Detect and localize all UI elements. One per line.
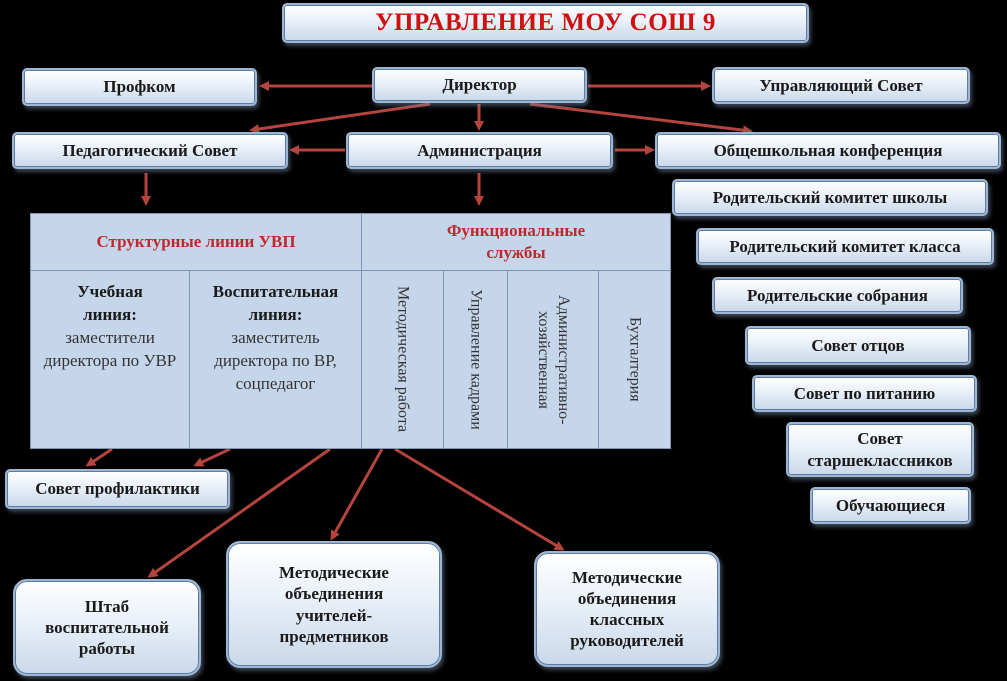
- parent-meetings: Родительские собрания: [712, 277, 963, 314]
- parent-committee-class: Родительский комитет класса: [696, 228, 994, 265]
- arrow-director-pedcouncil: [249, 102, 431, 134]
- page-title: УПРАВЛЕНИЕ МОУ СОШ 9: [282, 3, 809, 43]
- arrow-table-moteachers: [330, 448, 384, 541]
- table-head-structural: Структурные линии УВП: [31, 214, 362, 271]
- edu-line-title: Воспитательная линия:: [212, 282, 339, 324]
- senior-students-council: Совет старшеклассников: [786, 422, 974, 477]
- service-hr: Управление кадрами: [444, 271, 508, 448]
- parent-committee-school: Родительский комитет школы: [672, 179, 988, 216]
- profkom-box: Профком: [22, 68, 257, 106]
- service-methodical-label: Методическая работа: [394, 286, 412, 433]
- service-accounting-label: Бухгалтерия: [626, 317, 644, 402]
- director-box: Директор: [372, 67, 587, 103]
- structure-table: Структурные линии УВП Функциональные слу…: [30, 213, 671, 449]
- education-hq: Штаб воспитательной работы: [13, 579, 201, 676]
- mo-subject-teachers: Методические объединения учителей-предме…: [226, 541, 442, 668]
- study-line-text: заместители директора по УВР: [43, 327, 177, 370]
- edu-line-cell: Воспитательная линия: заместитель директ…: [190, 271, 362, 448]
- service-methodical: Методическая работа: [362, 271, 444, 448]
- study-line-title: Учебная линия:: [77, 282, 143, 324]
- service-admin-economic: Административно-хозяйственная: [508, 271, 599, 448]
- arrow-director-conference: [529, 102, 753, 136]
- arrow-study-prevention: [85, 447, 113, 467]
- arrow-table-hq: [147, 447, 331, 578]
- table-head-services: Функциональные службы: [362, 214, 670, 271]
- arrow-edu-prevention: [193, 447, 231, 467]
- service-admin-economic-label: Административно-хозяйственная: [535, 294, 572, 425]
- fathers-council: Совет отцов: [745, 326, 971, 365]
- arrow-table-moclass: [394, 447, 565, 551]
- students-box: Обучающиеся: [810, 487, 971, 524]
- study-line-cell: Учебная линия: заместители директора по …: [31, 271, 190, 448]
- ped-council-box: Педагогический Совет: [12, 132, 288, 169]
- edu-line-text: заместитель директора по ВР, соцпедагог: [214, 327, 337, 393]
- governing-council-box: Управляющий Совет: [712, 67, 970, 104]
- nutrition-council: Совет по питанию: [752, 375, 977, 412]
- administration-box: Администрация: [346, 132, 613, 169]
- prevention-council: Совет профилактики: [5, 469, 230, 509]
- mo-class-teachers: Методические объединения классных руково…: [534, 551, 720, 667]
- service-hr-label: Управление кадрами: [467, 289, 485, 430]
- conference-box: Общешкольная конференция: [655, 132, 1001, 169]
- service-accounting: Бухгалтерия: [599, 271, 670, 448]
